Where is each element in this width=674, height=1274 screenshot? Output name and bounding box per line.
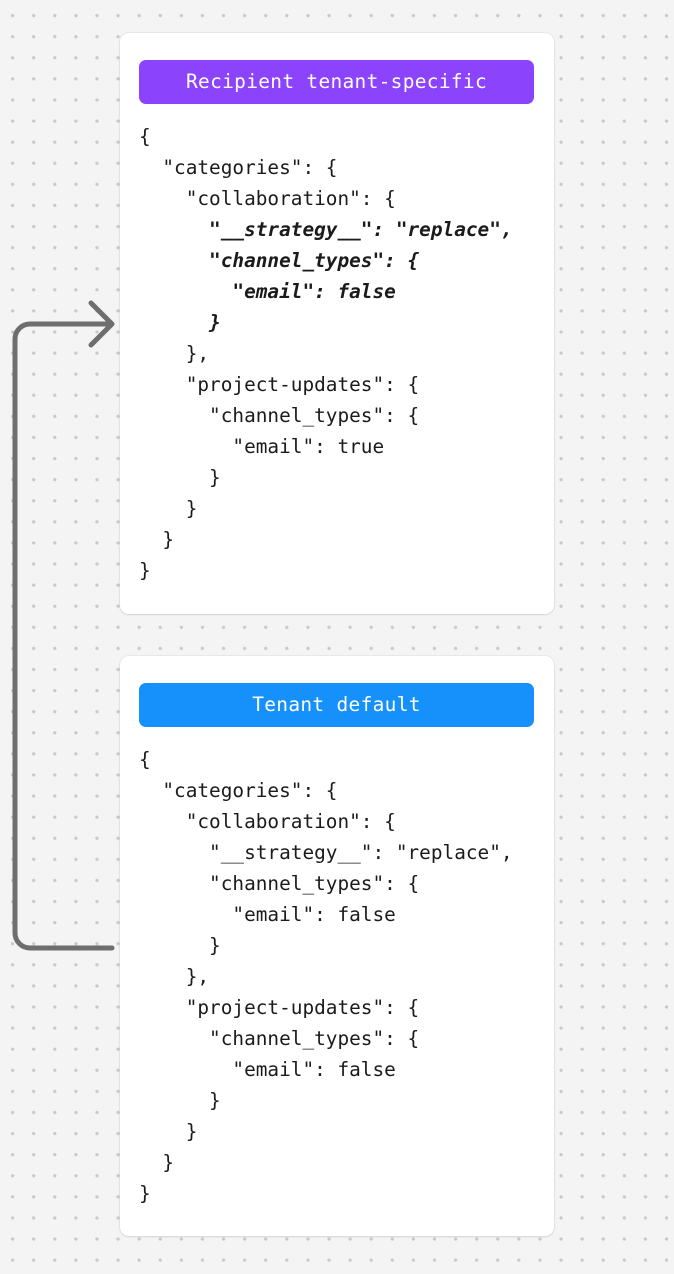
badge-recipient-tenant-specific: Recipient tenant-specific bbox=[139, 60, 534, 104]
code-line: { bbox=[139, 748, 151, 771]
code-line: } bbox=[139, 1151, 175, 1174]
code-line: "channel_types": { bbox=[139, 404, 420, 427]
code-line: "channel_types": { bbox=[139, 249, 420, 272]
code-line: "categories": { bbox=[139, 156, 338, 179]
code-line: } bbox=[139, 311, 221, 334]
code-line: "collaboration": { bbox=[139, 810, 396, 833]
code-line: "email": true bbox=[139, 435, 385, 458]
card-recipient-tenant-specific: Recipient tenant-specific { "categories"… bbox=[120, 33, 554, 614]
code-line: "categories": { bbox=[139, 779, 338, 802]
code-line: "channel_types": { bbox=[139, 872, 420, 895]
code-line: } bbox=[139, 934, 221, 957]
code-line: "email": false bbox=[139, 1058, 396, 1081]
code-line: } bbox=[139, 528, 175, 551]
badge-tenant-default: Tenant default bbox=[139, 683, 534, 727]
card-tenant-default: Tenant default { "categories": { "collab… bbox=[120, 656, 554, 1236]
code-line: { bbox=[139, 125, 151, 148]
code-line: } bbox=[139, 1089, 221, 1112]
code-line: }, bbox=[139, 342, 210, 365]
code-line: } bbox=[139, 1182, 151, 1205]
code-line: "__strategy__": "replace", bbox=[139, 841, 513, 864]
code-line: "project-updates": { bbox=[139, 996, 420, 1019]
code-line: "email": false bbox=[139, 280, 396, 303]
code-line: } bbox=[139, 1120, 198, 1143]
code-line: "email": false bbox=[139, 903, 396, 926]
code-line: } bbox=[139, 466, 221, 489]
code-line: "__strategy__": "replace", bbox=[139, 218, 513, 241]
code-block-recipient-tenant-specific: { "categories": { "collaboration": { "__… bbox=[139, 121, 542, 586]
code-line: } bbox=[139, 497, 198, 520]
code-block-tenant-default: { "categories": { "collaboration": { "__… bbox=[139, 744, 542, 1209]
code-line: "channel_types": { bbox=[139, 1027, 420, 1050]
code-line: "project-updates": { bbox=[139, 373, 420, 396]
code-line: }, bbox=[139, 965, 210, 988]
code-line: "collaboration": { bbox=[139, 187, 396, 210]
code-line: } bbox=[139, 559, 151, 582]
